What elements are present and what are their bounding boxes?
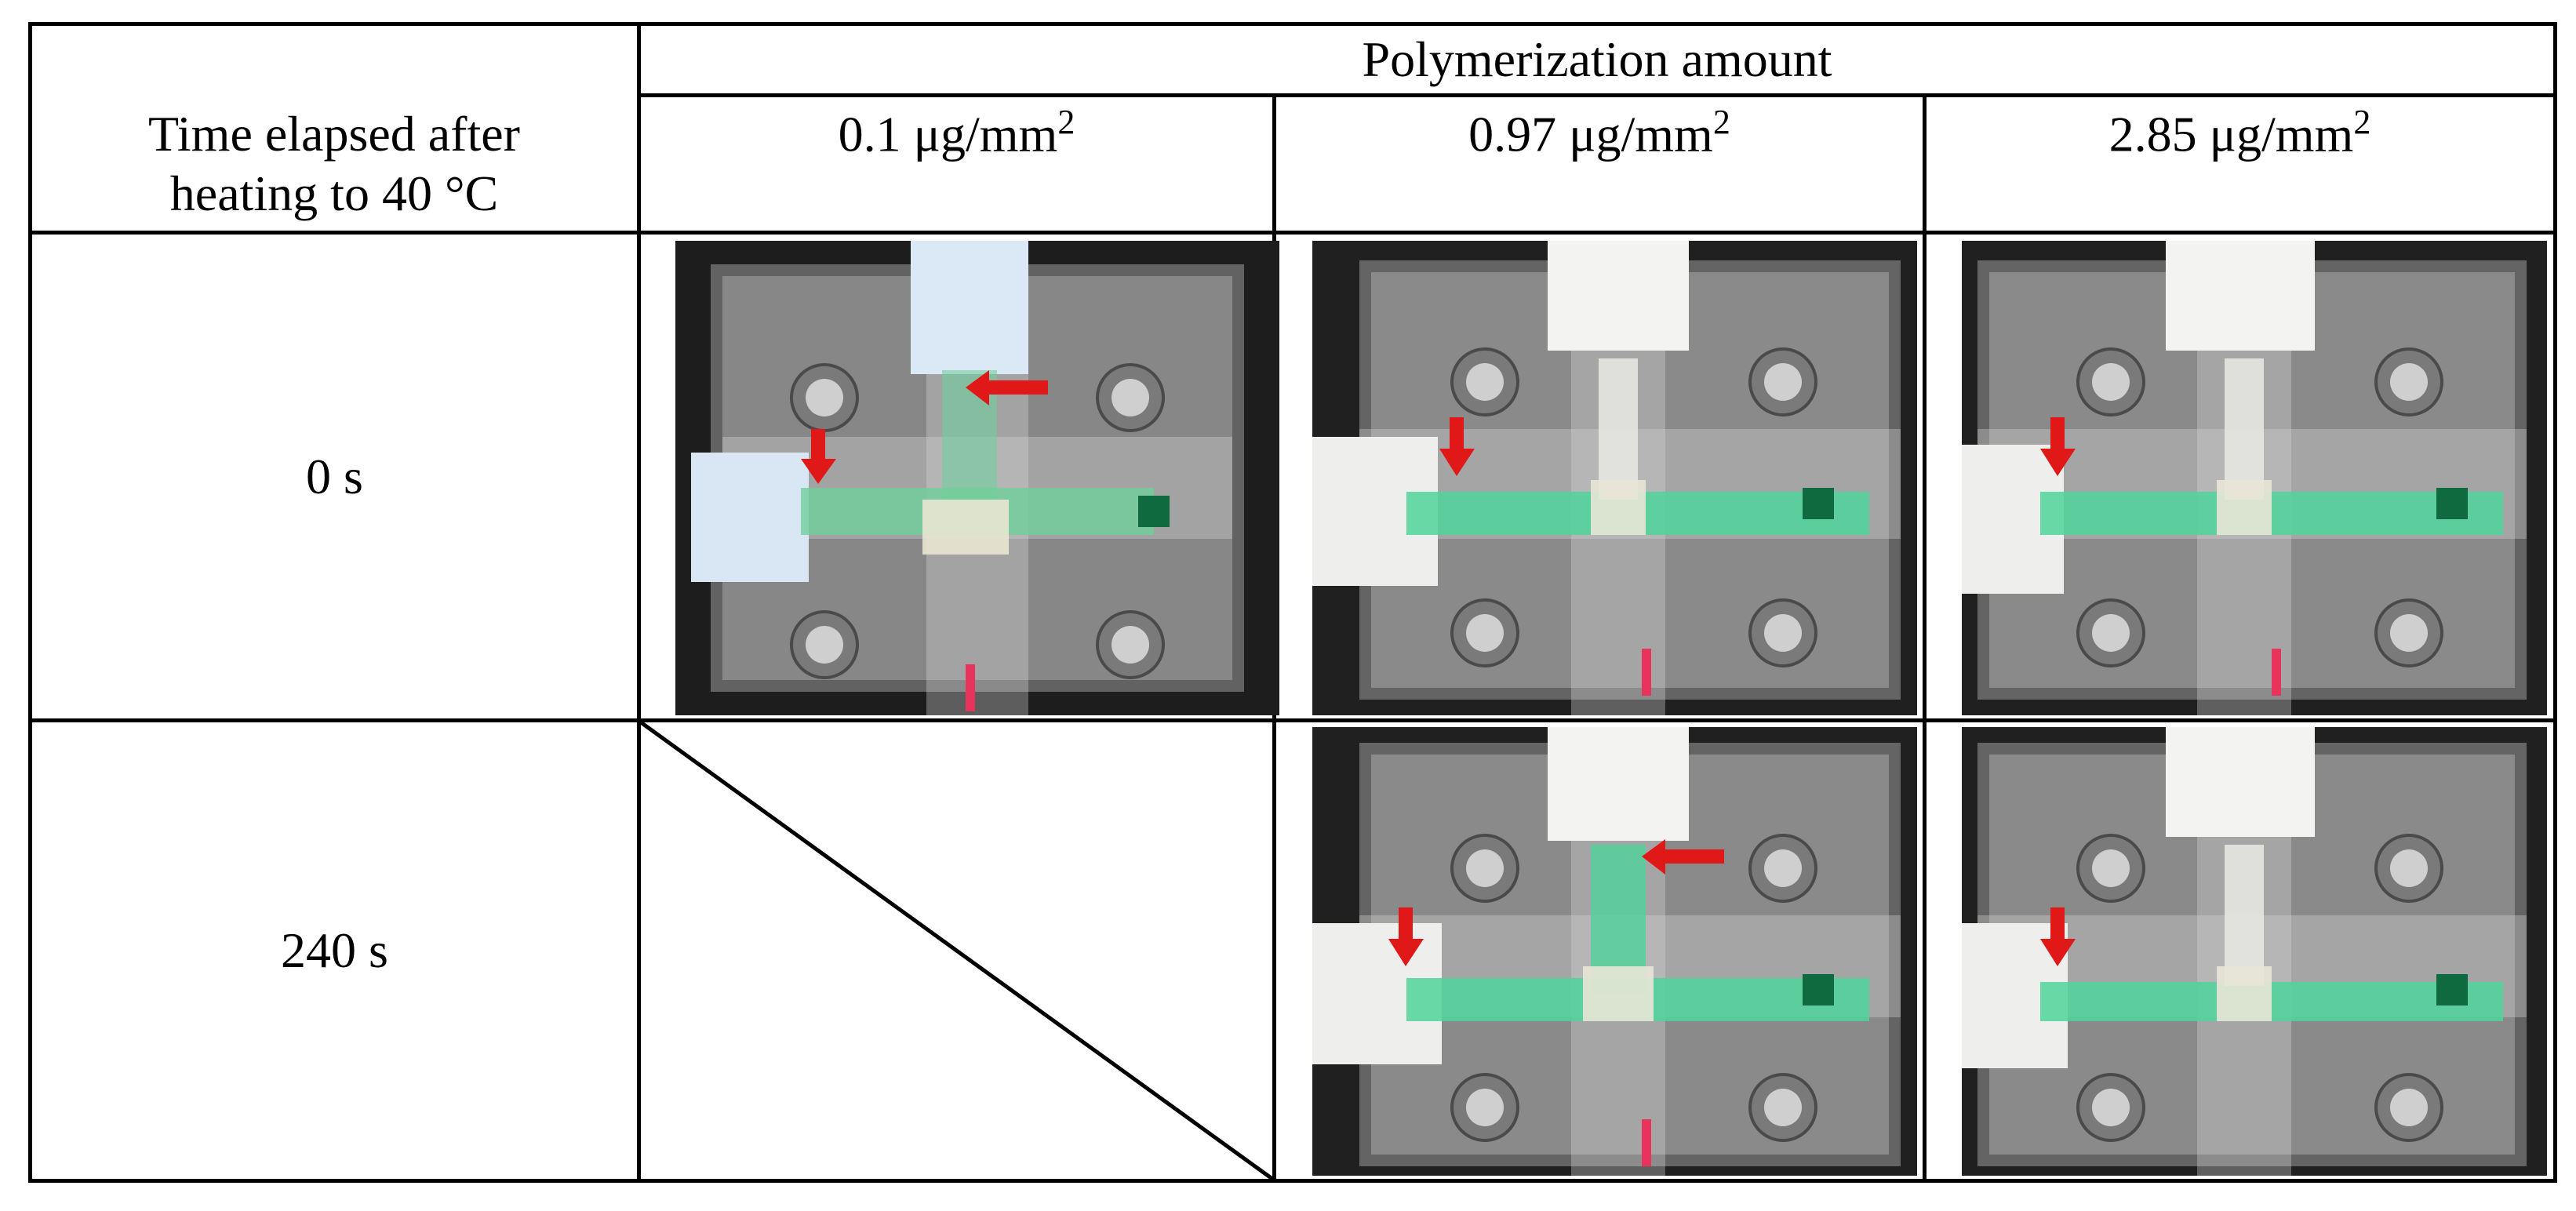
row-label-0s: 0 s (32, 235, 637, 718)
group-header-text: Polymerization amount (1362, 31, 1832, 88)
column-header-2-text: 0.97 μg/mm2 (1468, 102, 1730, 162)
row-label-240s: 240 s (32, 722, 637, 1179)
column-divider-1 (637, 22, 641, 1183)
device-photo-icon (675, 241, 1279, 715)
row-divider-2 (28, 231, 2557, 235)
row-header-text: Time elapsed after heating to 40 °C (148, 106, 520, 221)
empty-cell-diagonal (641, 722, 1272, 1179)
group-header: Polymerization amount (641, 26, 2553, 93)
row-label-0s-text: 0 s (306, 448, 363, 504)
column-divider-3 (1923, 93, 1927, 1183)
row-divider-3 (28, 718, 2557, 722)
row-label-240s-text: 240 s (281, 922, 388, 979)
column-header-3: 2.85 μg/mm2 (1927, 97, 2553, 168)
device-photo-r1c1 (1312, 727, 1917, 1176)
column-header-1-text: 0.1 μg/mm2 (838, 102, 1075, 162)
device-photo-r0c2 (1962, 241, 2547, 715)
column-header-2: 0.97 μg/mm2 (1276, 97, 1923, 168)
table-border-right (2553, 22, 2557, 1183)
device-photo-icon (1312, 241, 1917, 715)
row-header: Time elapsed after heating to 40 °C (75, 97, 593, 231)
device-photo-r0c1 (1312, 241, 1917, 715)
superscript: 2 (1712, 102, 1730, 141)
column-header-3-text: 2.85 μg/mm2 (2108, 102, 2371, 162)
device-photo-icon (1962, 727, 2547, 1176)
column-header-1: 0.1 μg/mm2 (641, 97, 1272, 168)
device-photo-icon (1312, 727, 1917, 1176)
table-border-left (28, 22, 32, 1183)
row-divider-1 (637, 93, 2557, 97)
table-border-top (28, 22, 2557, 26)
figure-table: Polymerization amount Time elapsed after… (28, 22, 2557, 1183)
superscript: 2 (1057, 102, 1075, 141)
device-photo-r0c0 (675, 241, 1279, 715)
table-border-bottom (28, 1179, 2557, 1183)
superscript: 2 (2353, 102, 2371, 141)
device-photo-icon (1962, 241, 2547, 715)
device-photo-r1c2 (1962, 727, 2547, 1176)
